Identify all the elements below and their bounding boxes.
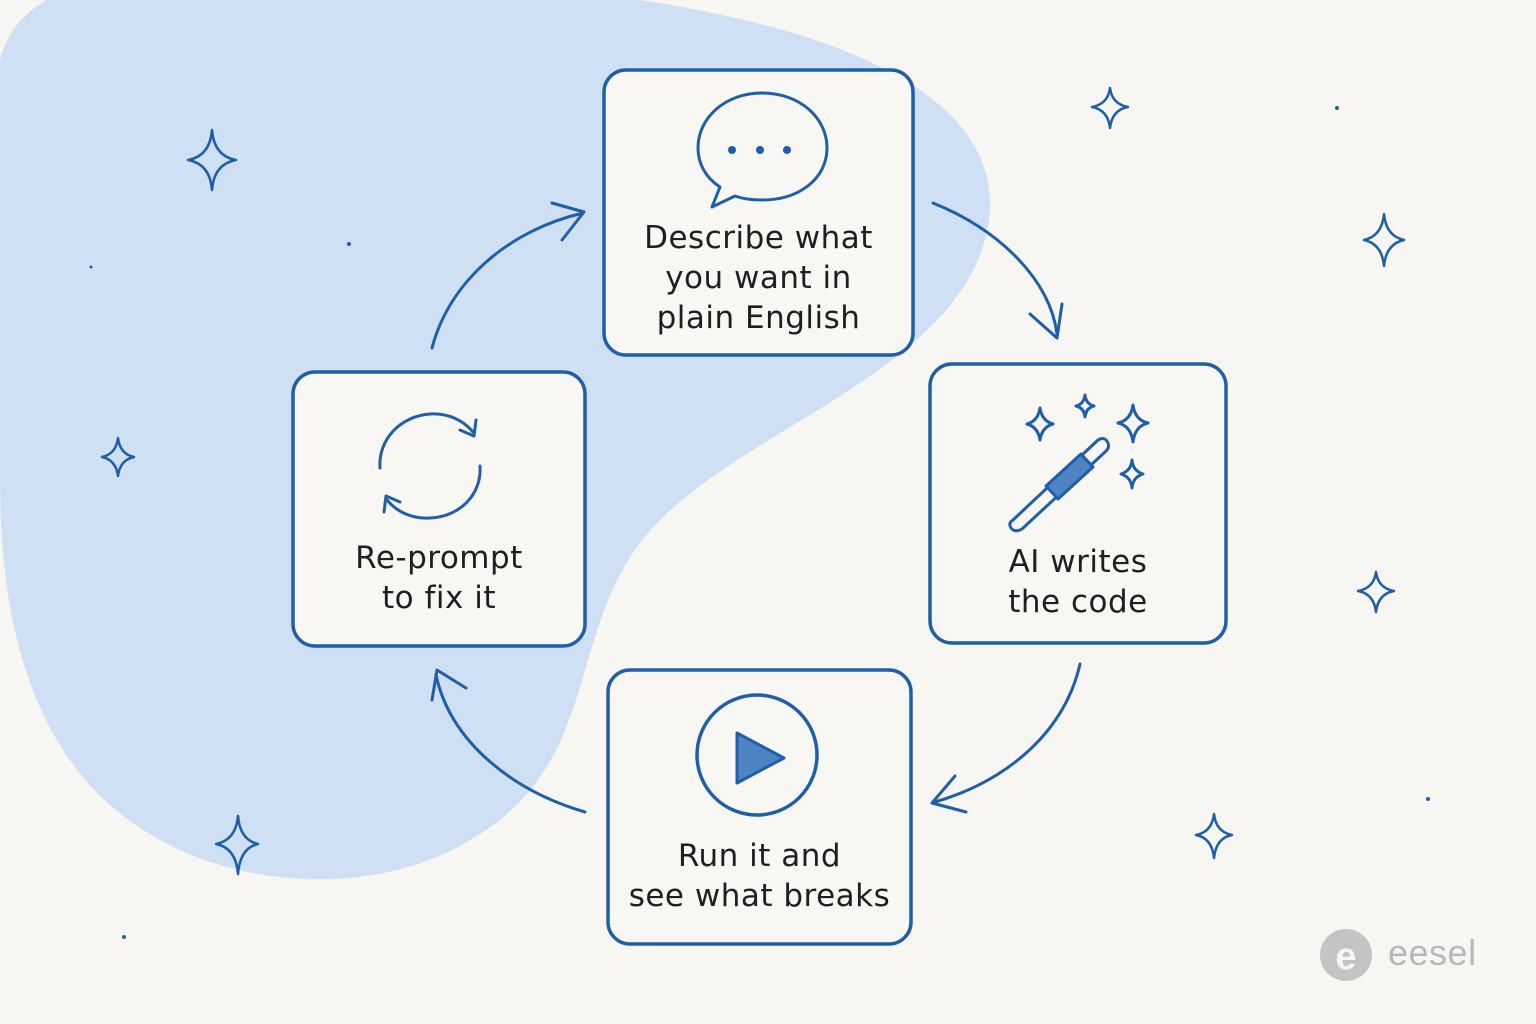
sparkle-icon <box>100 436 136 478</box>
sparkle-icon <box>186 128 238 192</box>
label-line: Re-prompt <box>355 540 523 576</box>
play-icon <box>695 693 819 817</box>
sparkle-icon <box>1356 570 1396 614</box>
arrow-ai-to-run <box>933 662 1082 804</box>
dots <box>89 106 1430 939</box>
refresh-icon <box>378 412 482 520</box>
dot <box>1426 797 1430 801</box>
dot <box>89 265 93 269</box>
eesel-logo-text: eesel <box>1388 932 1477 973</box>
arrowhead <box>1028 302 1064 340</box>
magic-wand-icon <box>1008 393 1150 533</box>
label-line: see what breaks <box>628 878 891 914</box>
sparkles <box>100 86 1406 876</box>
sparkle-icon <box>1090 86 1130 130</box>
arrow-describe-to-ai <box>931 201 1059 336</box>
dot <box>122 935 126 939</box>
dot <box>1335 106 1339 110</box>
arrowhead <box>930 774 968 814</box>
label-line: the code <box>1008 584 1148 620</box>
arrow-reprompt-to-describe <box>430 211 585 350</box>
box-run <box>606 668 913 946</box>
sparkle-icon <box>1194 812 1234 860</box>
label-ai-writes: AI writes the code <box>930 542 1226 622</box>
label-line: plain English <box>656 300 861 336</box>
step-boxes <box>291 68 1228 946</box>
label-reprompt: Re-prompt to fix it <box>293 538 585 618</box>
logo-mark-letter: e <box>1335 936 1356 978</box>
label-line: Describe what <box>644 220 873 256</box>
label-run: Run it and see what breaks <box>608 836 911 916</box>
label-line: to fix it <box>382 580 496 616</box>
arrowhead <box>430 668 468 702</box>
arrowhead <box>550 201 586 242</box>
chat-bubble-icon <box>696 91 829 209</box>
label-line: you want in <box>665 260 852 296</box>
label-line: Run it and <box>677 838 842 874</box>
sparkle-icon <box>214 814 260 876</box>
label-line: AI writes <box>1008 544 1148 580</box>
cycle-arrows <box>430 201 1082 814</box>
box-reprompt <box>291 370 587 648</box>
box-describe <box>602 68 915 357</box>
sparkle-icon <box>1362 212 1406 268</box>
label-describe: Describe what you want in plain English <box>604 218 913 338</box>
box-ai-writes <box>928 362 1228 645</box>
dot <box>347 242 351 246</box>
arrow-run-to-reprompt <box>434 673 587 814</box>
eesel-logo-mark: e <box>1320 929 1372 981</box>
